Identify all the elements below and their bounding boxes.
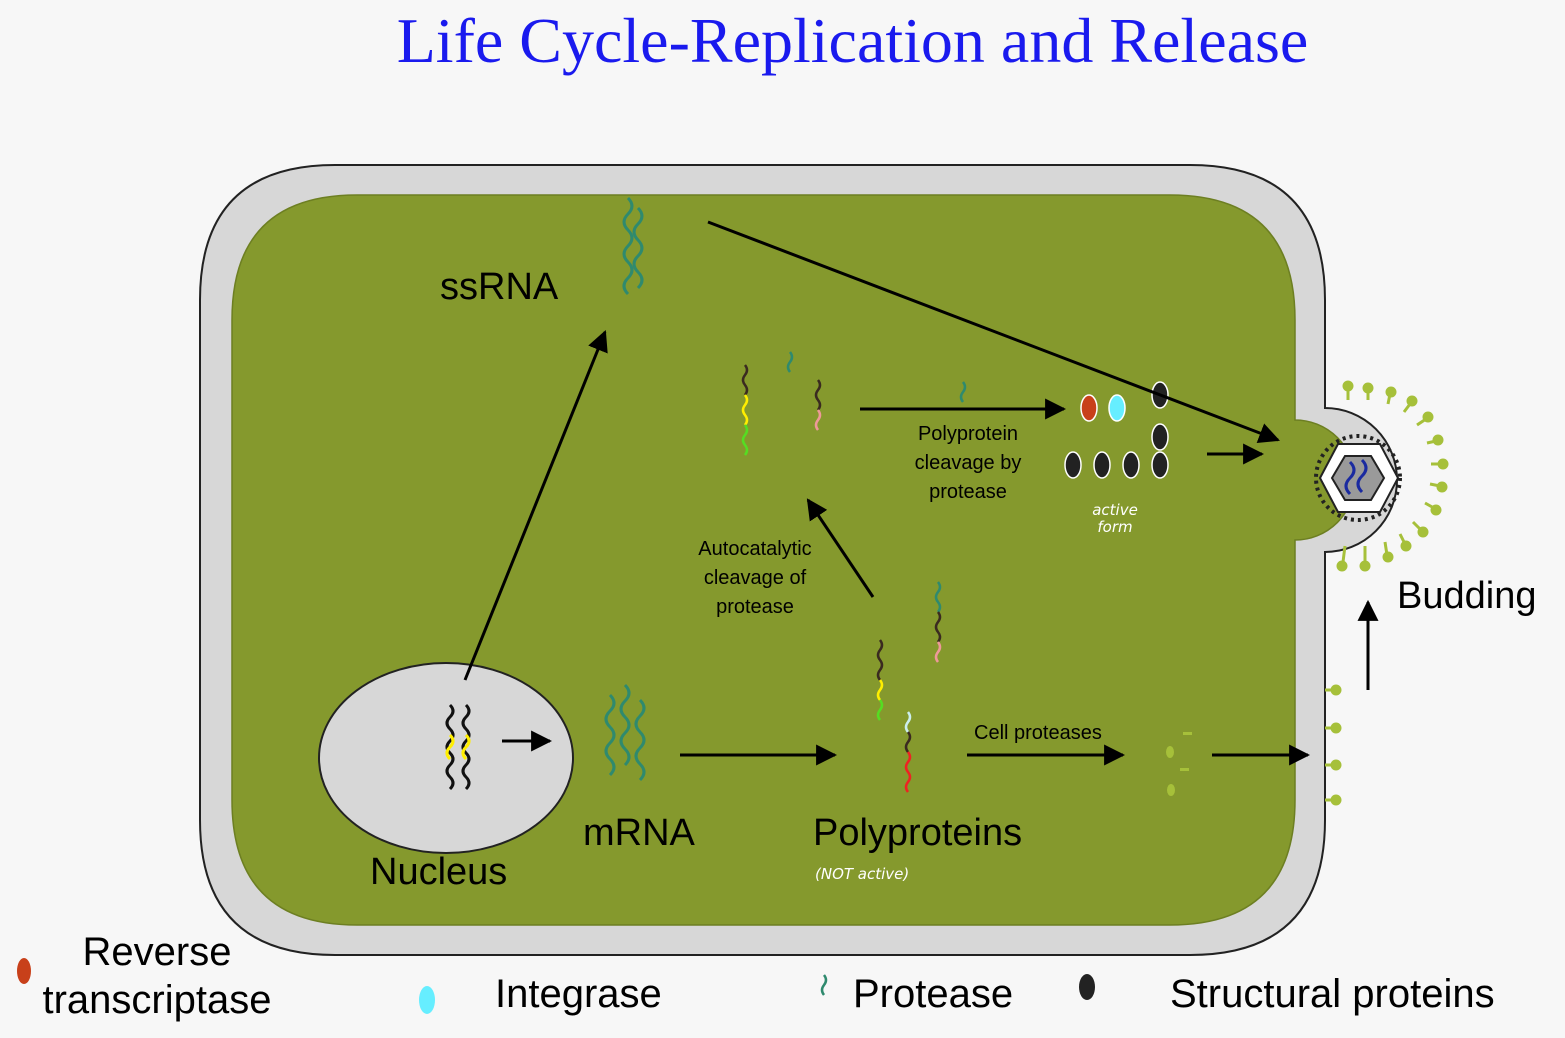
page-title: Life Cycle-Replication and Release xyxy=(396,5,1309,76)
legend-protease: Protease xyxy=(853,972,1014,1016)
legend-reverse-transcriptase: Reverse transcriptase xyxy=(42,930,272,1022)
active-proteins xyxy=(1064,381,1169,479)
budding-label: Budding xyxy=(1397,575,1537,617)
cell-proteases-label: Cell proteases xyxy=(974,722,1102,744)
protease-icon xyxy=(820,974,828,996)
polyproteins-label: Polyproteins xyxy=(813,812,1023,854)
nucleus-label: Nucleus xyxy=(370,851,508,893)
structural-protein-icon xyxy=(1079,974,1095,1000)
reverse-transcriptase-icon xyxy=(17,958,31,984)
polyprotein-cleavage-label: Polyprotein cleavage by protease xyxy=(914,423,1022,503)
not-active-note: (NOT active) xyxy=(815,865,910,883)
active-form-note: active form xyxy=(1092,501,1138,536)
autocatalytic-label: Autocatalytic cleavage of protease xyxy=(698,538,812,618)
cleaved-strands xyxy=(741,351,967,456)
legend-structural-proteins: Structural proteins xyxy=(1170,972,1495,1016)
mrna-icon xyxy=(604,683,646,782)
polyprotein-strands xyxy=(876,581,942,793)
legend-integrase: Integrase xyxy=(495,972,662,1016)
flow-arrows xyxy=(463,220,1379,766)
ssrna-label: ssRNA xyxy=(440,266,559,308)
ssrna-icon xyxy=(622,196,644,296)
integrase-icon xyxy=(419,986,435,1014)
mrna-label: mRNA xyxy=(583,812,695,854)
dna-icon xyxy=(445,703,471,791)
budding-spikes xyxy=(1325,380,1449,806)
nucleus-shape xyxy=(318,662,574,854)
protein-fragments xyxy=(1166,732,1192,796)
budding-virion xyxy=(1314,434,1402,522)
